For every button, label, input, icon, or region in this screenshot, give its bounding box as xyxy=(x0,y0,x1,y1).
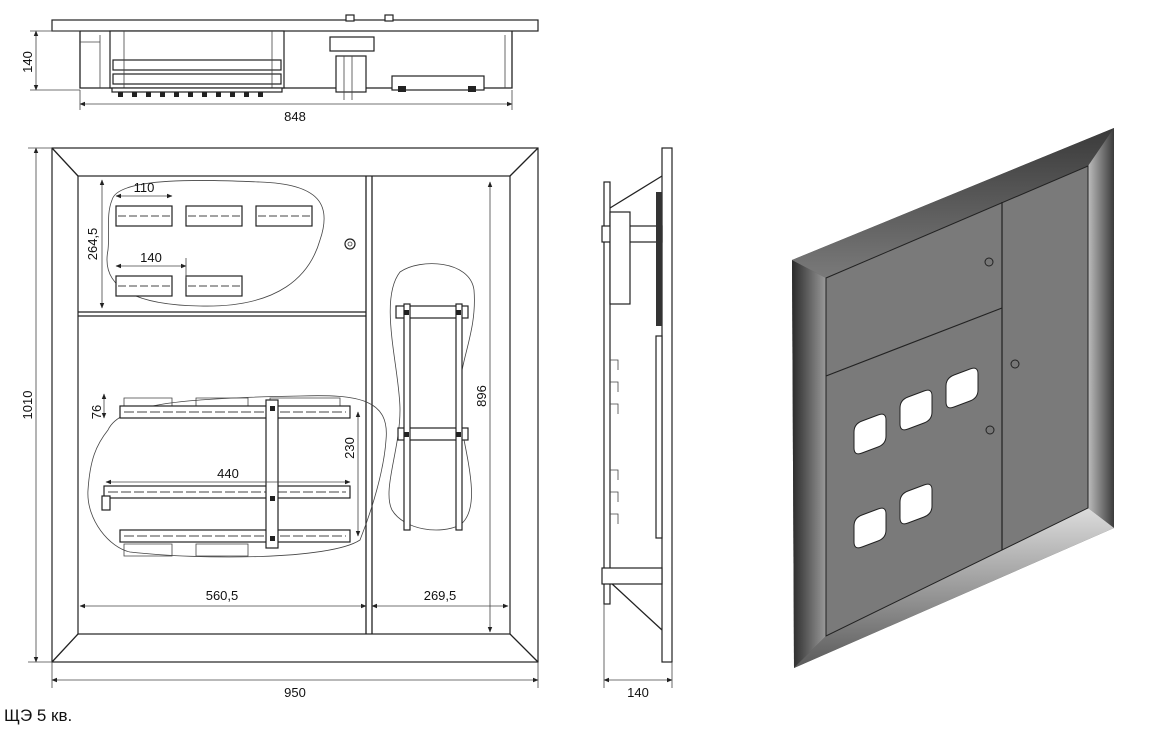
mounting-rails-right xyxy=(395,303,469,531)
dim-896: 896 xyxy=(474,385,489,407)
front-view: 110 140 264,5 76 440 230 xyxy=(20,147,539,700)
din-clips xyxy=(118,92,263,97)
caption: ЩЭ 5 кв. xyxy=(4,706,73,725)
dim-140: 140 xyxy=(140,250,162,265)
dim-110: 110 xyxy=(134,180,155,195)
dim-top-width: 848 xyxy=(284,109,306,124)
dim-560-5: 560,5 xyxy=(206,588,239,603)
mounting-plate-lower xyxy=(101,397,351,557)
dim-264-5: 264,5 xyxy=(85,228,100,261)
isometric-view xyxy=(792,128,1114,668)
meter-windows xyxy=(853,367,979,549)
dim-440: 440 xyxy=(217,466,239,481)
dim-230: 230 xyxy=(342,437,357,459)
dim-76: 76 xyxy=(89,405,104,419)
dim-269-5: 269,5 xyxy=(424,588,457,603)
dim-950: 950 xyxy=(284,685,306,700)
side-clips xyxy=(610,359,619,524)
din-rails-upper xyxy=(115,205,313,297)
dim-side-140: 140 xyxy=(627,685,649,700)
top-view: 140 848 xyxy=(20,14,539,124)
dim-1010: 1010 xyxy=(20,391,35,420)
side-view: 140 xyxy=(601,147,673,700)
dim-top-height: 140 xyxy=(20,51,35,73)
